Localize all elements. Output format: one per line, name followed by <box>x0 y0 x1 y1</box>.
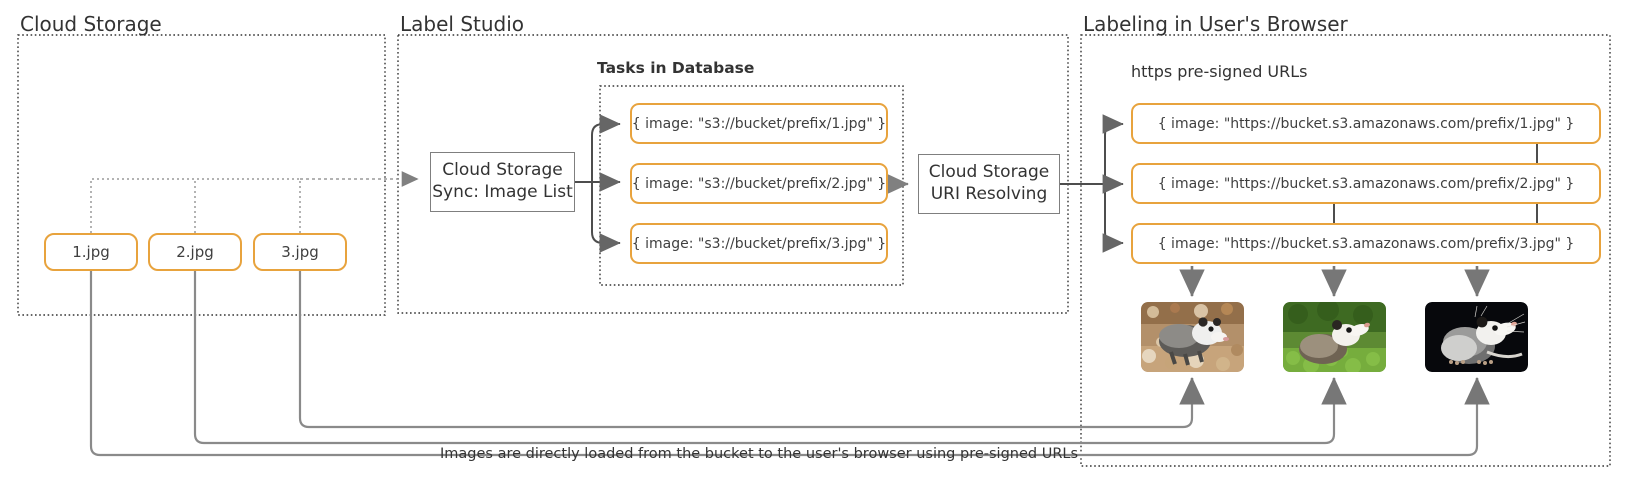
panel-border-label-studio <box>397 34 1069 314</box>
panel-border-cloud-storage <box>17 34 386 316</box>
panel-title-user-browser: Labeling in User's Browser <box>1083 12 1348 36</box>
panel-border-user-browser <box>1080 34 1611 467</box>
photo-thumbnail-3[interactable] <box>1425 302 1528 372</box>
process-box-uri-resolving-line2: URI Resolving <box>930 184 1048 204</box>
task-box-2[interactable]: { image: "s3://bucket/prefix/2.jpg" } <box>630 163 888 204</box>
url-box-3[interactable]: { image: "https://bucket.s3.amazonaws.co… <box>1131 223 1601 264</box>
photo-thumbnail-2[interactable] <box>1283 302 1386 372</box>
panel-title-label-studio: Label Studio <box>400 12 525 36</box>
process-box-uri-resolving-line1: Cloud Storage <box>928 162 1050 183</box>
file-node-3[interactable]: 3.jpg <box>253 233 347 271</box>
url-box-1[interactable]: { image: "https://bucket.s3.amazonaws.co… <box>1131 103 1601 144</box>
group-title-tasks-in-database: Tasks in Database <box>597 59 755 77</box>
task-box-3[interactable]: { image: "s3://bucket/prefix/3.jpg" } <box>630 223 888 264</box>
photo-thumbnail-1[interactable] <box>1141 302 1244 372</box>
panel-title-cloud-storage: Cloud Storage <box>20 12 162 36</box>
task-box-1[interactable]: { image: "s3://bucket/prefix/1.jpg" } <box>630 103 888 144</box>
process-box-cloud-storage-sync[interactable]: Cloud Storage Sync: Image List <box>430 152 575 212</box>
label-https-presigned-urls: https pre-signed URLs <box>1131 62 1308 81</box>
diagram-caption: Images are directly loaded from the buck… <box>440 446 1079 462</box>
process-box-cloud-storage-uri-resolving[interactable]: Cloud Storage URI Resolving <box>918 154 1060 214</box>
process-box-cloud-storage-sync-line2: Sync: Image List <box>432 182 573 202</box>
file-node-2[interactable]: 2.jpg <box>148 233 242 271</box>
process-box-cloud-storage-sync-line1: Cloud Storage <box>442 160 563 181</box>
url-box-2[interactable]: { image: "https://bucket.s3.amazonaws.co… <box>1131 163 1601 204</box>
file-node-1[interactable]: 1.jpg <box>44 233 138 271</box>
